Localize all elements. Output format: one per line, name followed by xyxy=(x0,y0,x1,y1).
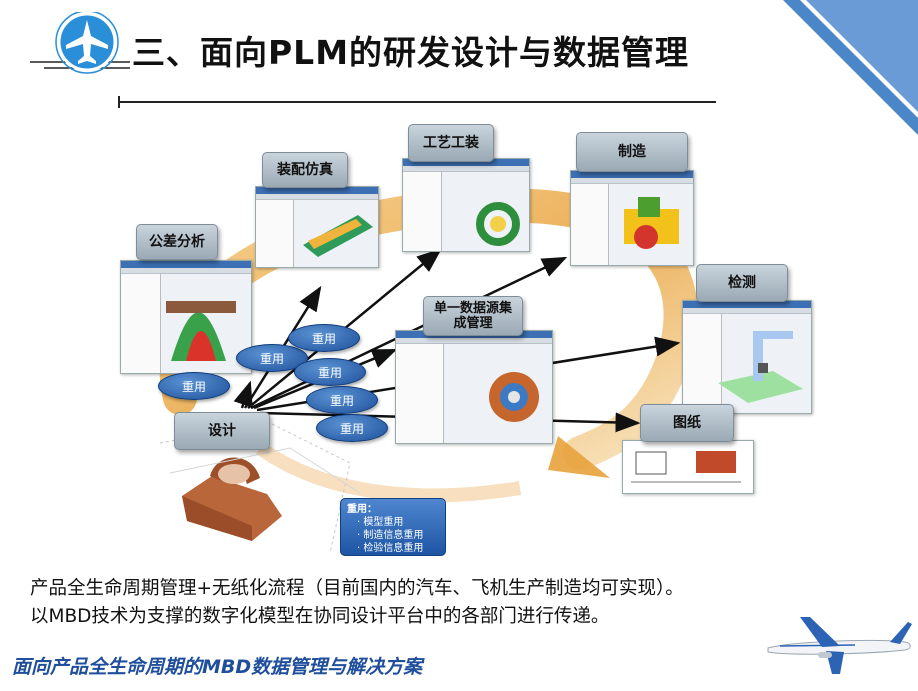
footer-tagline: 面向产品全生命周期的MBD数据管理与解决方案 xyxy=(12,656,423,678)
stage-process-tooling[interactable]: 工艺工装 xyxy=(408,124,494,162)
bullet: · xyxy=(357,543,361,554)
reuse-callout: 重用： · 模型重用 · 制造信息重用 · 检验信息重用 xyxy=(340,498,446,556)
stage-tolerance-analysis[interactable]: 公差分析 xyxy=(136,224,218,260)
description-line-1: 产品全生命周期管理+无纸化流程（目前国内的汽车、飞机生产制造均可实现）。 xyxy=(30,578,684,599)
reuse-oval: 重用 xyxy=(158,372,230,400)
stage-drawing[interactable]: 图纸 xyxy=(640,404,734,442)
data-hub-screenshot xyxy=(395,330,553,444)
stage-inspection[interactable]: 检测 xyxy=(696,264,788,302)
title-underline-tick xyxy=(118,96,120,108)
reuse-oval: 重用 xyxy=(306,386,378,414)
description-line-2: 以MBD技术为支撑的数字化模型在协同设计平台中的各部门进行传递。 xyxy=(30,606,610,627)
reuse-callout-item: · 模型重用 xyxy=(357,517,404,528)
reuse-callout-item: · 检验信息重用 xyxy=(357,543,424,554)
title-underline xyxy=(118,101,716,103)
inspection-screenshot xyxy=(682,300,812,414)
corner-accent-inner xyxy=(806,0,918,112)
stage-manufacture[interactable]: 制造 xyxy=(576,132,688,172)
reuse-callout-item: · 制造信息重用 xyxy=(357,530,424,541)
reuse-oval: 重用 xyxy=(288,324,360,352)
reuse-oval: 重用 xyxy=(316,414,388,442)
reuse-callout-heading: 重用： xyxy=(347,504,377,515)
manufacture-screenshot xyxy=(570,170,694,266)
tolerance-screenshot xyxy=(120,260,252,374)
drawing-screenshot xyxy=(622,440,754,494)
plm-diagram: 公差分析 装配仿真 工艺工装 制造 检测 图纸 设计 单一数据源集 成管理 重用… xyxy=(110,118,830,563)
stage-single-data-source[interactable]: 单一数据源集 成管理 xyxy=(423,296,523,336)
passenger-jet-icon xyxy=(767,617,912,674)
stage-assembly-simulation[interactable]: 装配仿真 xyxy=(262,152,348,188)
reuse-oval: 重用 xyxy=(294,358,366,386)
page-title: 三、面向PLM的研发设计与数据管理 xyxy=(132,33,690,72)
bullet: · xyxy=(357,530,361,541)
logo xyxy=(30,10,130,78)
airplane-icon xyxy=(30,10,130,74)
process-screenshot xyxy=(402,158,530,252)
bullet: · xyxy=(357,517,361,528)
design-part-image xyxy=(182,457,282,541)
assembly-screenshot xyxy=(255,186,379,268)
stage-design[interactable]: 设计 xyxy=(174,412,270,450)
